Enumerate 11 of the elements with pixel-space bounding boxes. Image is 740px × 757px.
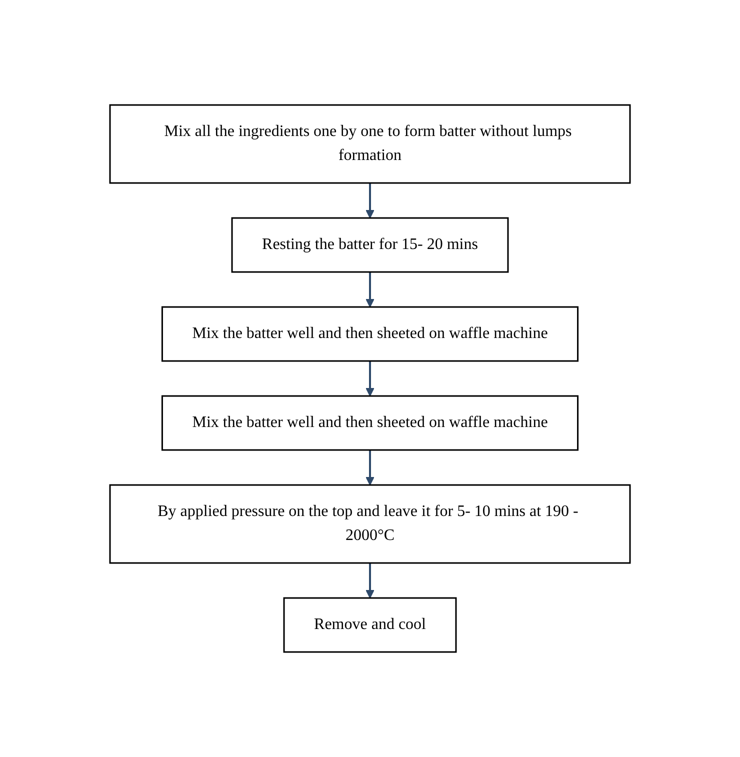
node-box: By applied pressure on the top and leave it for 5- 10 mins at 190 - 2000°C [109, 484, 631, 564]
arrow [366, 272, 374, 308]
node-box: Mix the batter well and then sheeted on waffle machine [161, 395, 579, 451]
arrow [366, 183, 374, 218]
node-box: Remove and cool [283, 597, 457, 653]
node-box: Mix the batter well and then sheeted on waffle machine [161, 306, 579, 362]
arrow [366, 450, 374, 486]
node-box: Mix all the ingredients one by one to form batter without lumps formation [109, 104, 631, 184]
arrow [366, 361, 374, 396]
arrow [366, 563, 374, 598]
node-box: Resting the batter for 15- 20 mins [231, 217, 509, 273]
